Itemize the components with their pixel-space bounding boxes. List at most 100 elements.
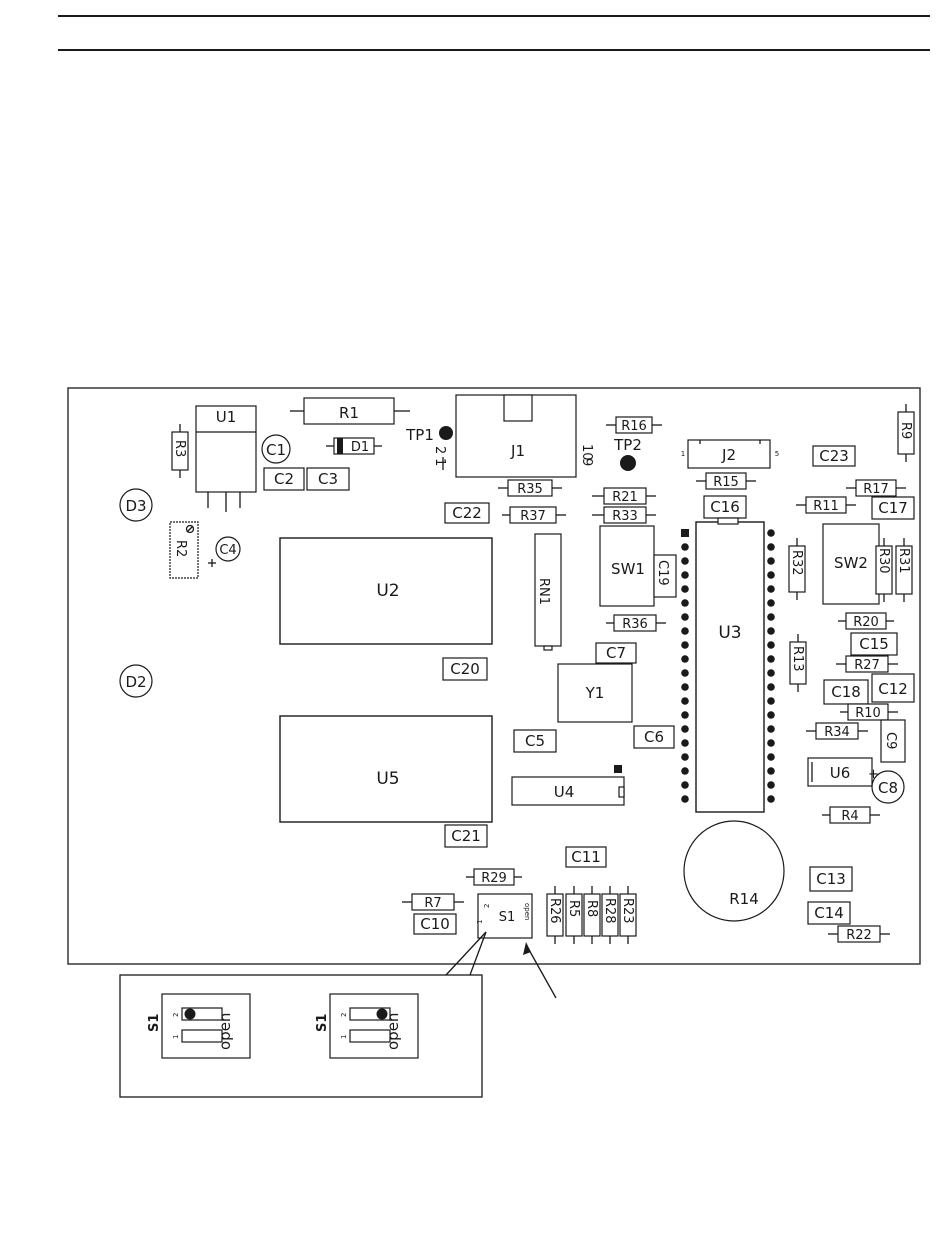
- r30-label: R30: [876, 548, 891, 574]
- u3-pin: [681, 725, 689, 733]
- u3-pin: [767, 697, 775, 705]
- inset-switch-left: S1 2 1 open: [147, 993, 251, 1059]
- u3-pin: [681, 599, 689, 607]
- rn1-network: RN1: [534, 533, 562, 651]
- c19-capacitor: C19: [653, 554, 677, 598]
- r21-label: R21: [612, 490, 638, 505]
- u3-pin: [681, 543, 689, 551]
- c8-label: C8: [878, 779, 898, 797]
- r7-label: R7: [424, 896, 441, 911]
- r28-label: R28: [602, 898, 617, 924]
- u5-label: U5: [376, 769, 399, 789]
- r29-resistor: R29: [466, 868, 522, 886]
- u3-pins: [681, 529, 775, 803]
- r23-label: R23: [620, 898, 635, 924]
- s1-pin2: 2: [483, 904, 491, 908]
- j2-pin1: 1: [681, 450, 685, 458]
- u6-component: U6: [807, 757, 873, 787]
- c10-label: C10: [420, 915, 450, 933]
- r17-resistor: R17: [846, 479, 906, 497]
- r15-resistor: R15: [696, 472, 756, 490]
- c11-label: C11: [571, 848, 601, 866]
- u3-pin: [681, 711, 689, 719]
- u3-pin: [681, 571, 689, 579]
- u2-label: U2: [376, 581, 399, 601]
- c6-label: C6: [644, 728, 664, 746]
- u3-pin: [681, 627, 689, 635]
- u3-pin: [681, 655, 689, 663]
- c14-capacitor: C14: [807, 901, 851, 925]
- j1-label: J1: [510, 442, 525, 460]
- c6-capacitor: C6: [633, 725, 675, 749]
- c22-capacitor: C22: [444, 502, 490, 524]
- c17-capacitor: C17: [871, 496, 915, 520]
- inset-right-title: S1: [315, 1014, 330, 1032]
- r9-label: R9: [898, 422, 913, 439]
- u5-chip: U5: [279, 715, 493, 823]
- r11-resistor: R11: [796, 496, 856, 514]
- r8-label: R8: [584, 900, 599, 917]
- r9-resistor: R9: [897, 404, 915, 462]
- d1-diode: D1: [326, 437, 382, 455]
- c4-label: C4: [219, 543, 236, 558]
- r17-label: R17: [863, 482, 889, 497]
- tp2-label: TP2: [613, 436, 642, 454]
- c21-capacitor: C21: [444, 824, 488, 848]
- u3-pin: [681, 795, 689, 803]
- c5-label: C5: [525, 732, 545, 750]
- u3-pin: [681, 697, 689, 705]
- u3-pin: [767, 655, 775, 663]
- r1-label: R1: [339, 404, 359, 422]
- u6-label: U6: [830, 764, 851, 782]
- c1-capacitor: C1: [261, 434, 291, 464]
- c7-capacitor: C7: [595, 642, 637, 664]
- r27-label: R27: [854, 658, 880, 673]
- rn1-label: RN1: [536, 578, 551, 605]
- c11-capacitor: C11: [565, 846, 607, 868]
- s1-label: S1: [499, 910, 516, 925]
- u3-pin: [767, 669, 775, 677]
- s1-pin1: 1: [476, 920, 484, 924]
- c17-label: C17: [878, 499, 908, 517]
- r1-resistor: R1: [290, 397, 410, 425]
- u3-pin: [767, 557, 775, 565]
- r21-resistor: R21: [592, 487, 656, 505]
- c8-capacitor: C8 +: [868, 767, 905, 804]
- r20-label: R20: [853, 615, 879, 630]
- u3-pin: [767, 795, 775, 803]
- callout-arrow-line: [527, 947, 557, 999]
- u3-pin: [767, 585, 775, 593]
- r33-label: R33: [612, 509, 638, 524]
- inset-right-pin1: 1: [340, 1035, 348, 1039]
- inset-switch-right: S1 2 1 open: [315, 993, 419, 1059]
- r4-resistor: R4: [822, 806, 880, 824]
- c9-capacitor: C9: [880, 719, 906, 763]
- r34-label: R34: [824, 725, 850, 740]
- c7-label: C7: [606, 644, 626, 662]
- c9-label: C9: [883, 732, 898, 749]
- inset-box: [119, 974, 483, 1098]
- r32-resistor: R32: [788, 538, 806, 600]
- u4-label: U4: [554, 783, 575, 801]
- d2-label: D2: [125, 673, 146, 691]
- u3-pin: [767, 529, 775, 537]
- r7-resistor: R7: [402, 893, 464, 911]
- r22-resistor: R22: [828, 925, 890, 943]
- r16-resistor: R16: [606, 416, 662, 434]
- c3-label: C3: [318, 470, 338, 488]
- r20-resistor: R20: [838, 612, 894, 630]
- r2-trimmer: R2: [169, 521, 199, 579]
- u3-pin: [767, 739, 775, 747]
- d3-label: D3: [125, 497, 146, 515]
- c15-capacitor: C15: [850, 632, 898, 656]
- j1-pin9: 9: [579, 458, 594, 466]
- r37-label: R37: [520, 509, 546, 524]
- c16-capacitor: C16: [703, 495, 747, 519]
- u3-pin: [681, 781, 689, 789]
- u3-pin: [767, 571, 775, 579]
- r14-label: R14: [729, 890, 759, 908]
- sw2-switch: SW2: [822, 523, 880, 605]
- r36-resistor: R36: [606, 614, 666, 632]
- r13-resistor: R13: [789, 634, 807, 692]
- u3-pin: [767, 599, 775, 607]
